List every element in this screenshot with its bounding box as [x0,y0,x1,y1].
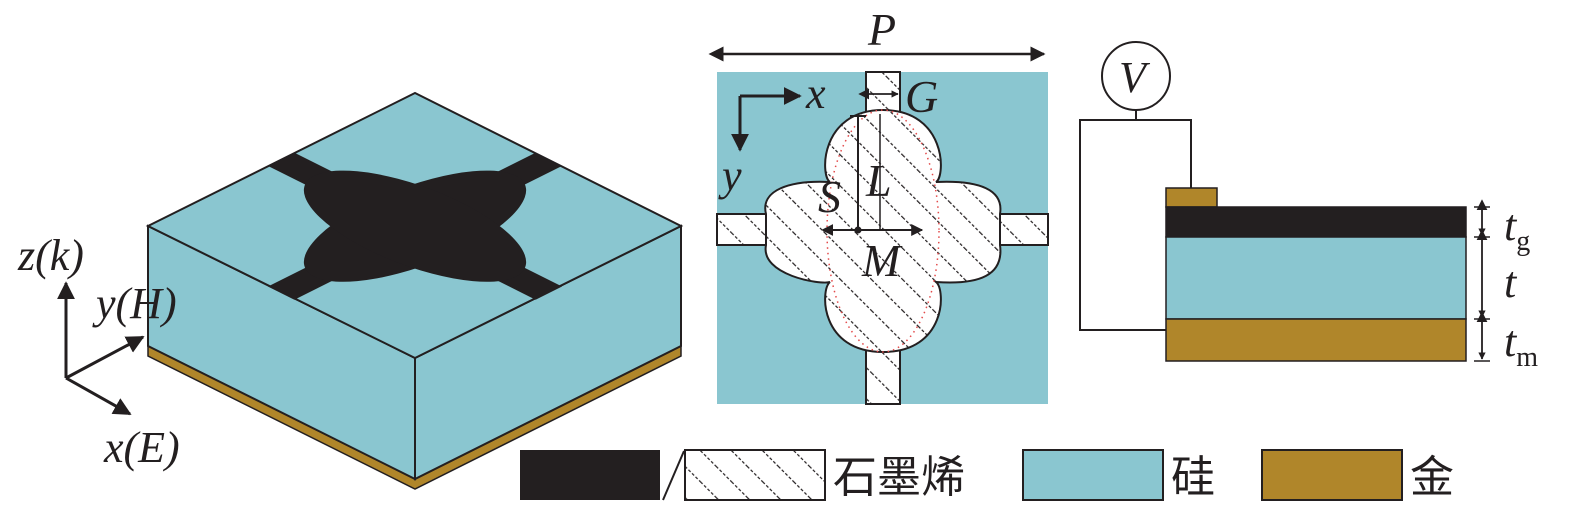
side-gold-contact [1165,187,1218,208]
legend-label-silicon: 硅 [1171,452,1215,503]
axis-label-y: y(H) [92,279,177,328]
side-graphene-layer [1165,206,1467,238]
legend-label-gold: 金 [1410,452,1454,503]
side-silicon-layer [1165,236,1467,320]
legend-swatch-silicon [1022,449,1164,501]
label-tm-sub: m [1516,342,1538,373]
legend-swatch-graphene-solid [520,450,660,500]
legend-swatch-gold [1261,449,1403,501]
iso-axes [57,281,145,416]
label-x-axis: x [805,69,826,118]
side-gold-layer [1165,318,1467,362]
label-s: S [818,171,841,222]
legend-slash [662,450,685,501]
iso-graphene-pattern [267,153,563,300]
label-tg-sub: g [1516,226,1530,257]
side-view: V tg t tm [1079,41,1538,373]
top-view: P G x y L S M [708,4,1049,405]
voltmeter [1101,41,1171,111]
label-period: P [867,4,896,55]
label-length: L [865,155,892,206]
legend-swatch-graphene-hatched [684,449,826,501]
dim-m-center [854,226,862,234]
label-tm: tm [1504,317,1538,373]
axis-label-x: x(E) [103,423,180,472]
label-tg: tg [1504,201,1530,257]
label-gap: G [905,71,938,122]
circuit-wire [1079,119,1192,331]
axis-label-z: z(k) [17,231,84,280]
voltmeter-label: V [1119,53,1151,102]
legend: 石墨烯 硅 金 [520,449,1454,503]
label-y-axis: y [718,151,742,200]
legend-label-graphene: 石墨烯 [833,452,965,503]
iso-view: z(k) y(H) x(E) [17,91,684,490]
label-m: M [861,235,903,286]
label-t: t [1504,258,1518,307]
